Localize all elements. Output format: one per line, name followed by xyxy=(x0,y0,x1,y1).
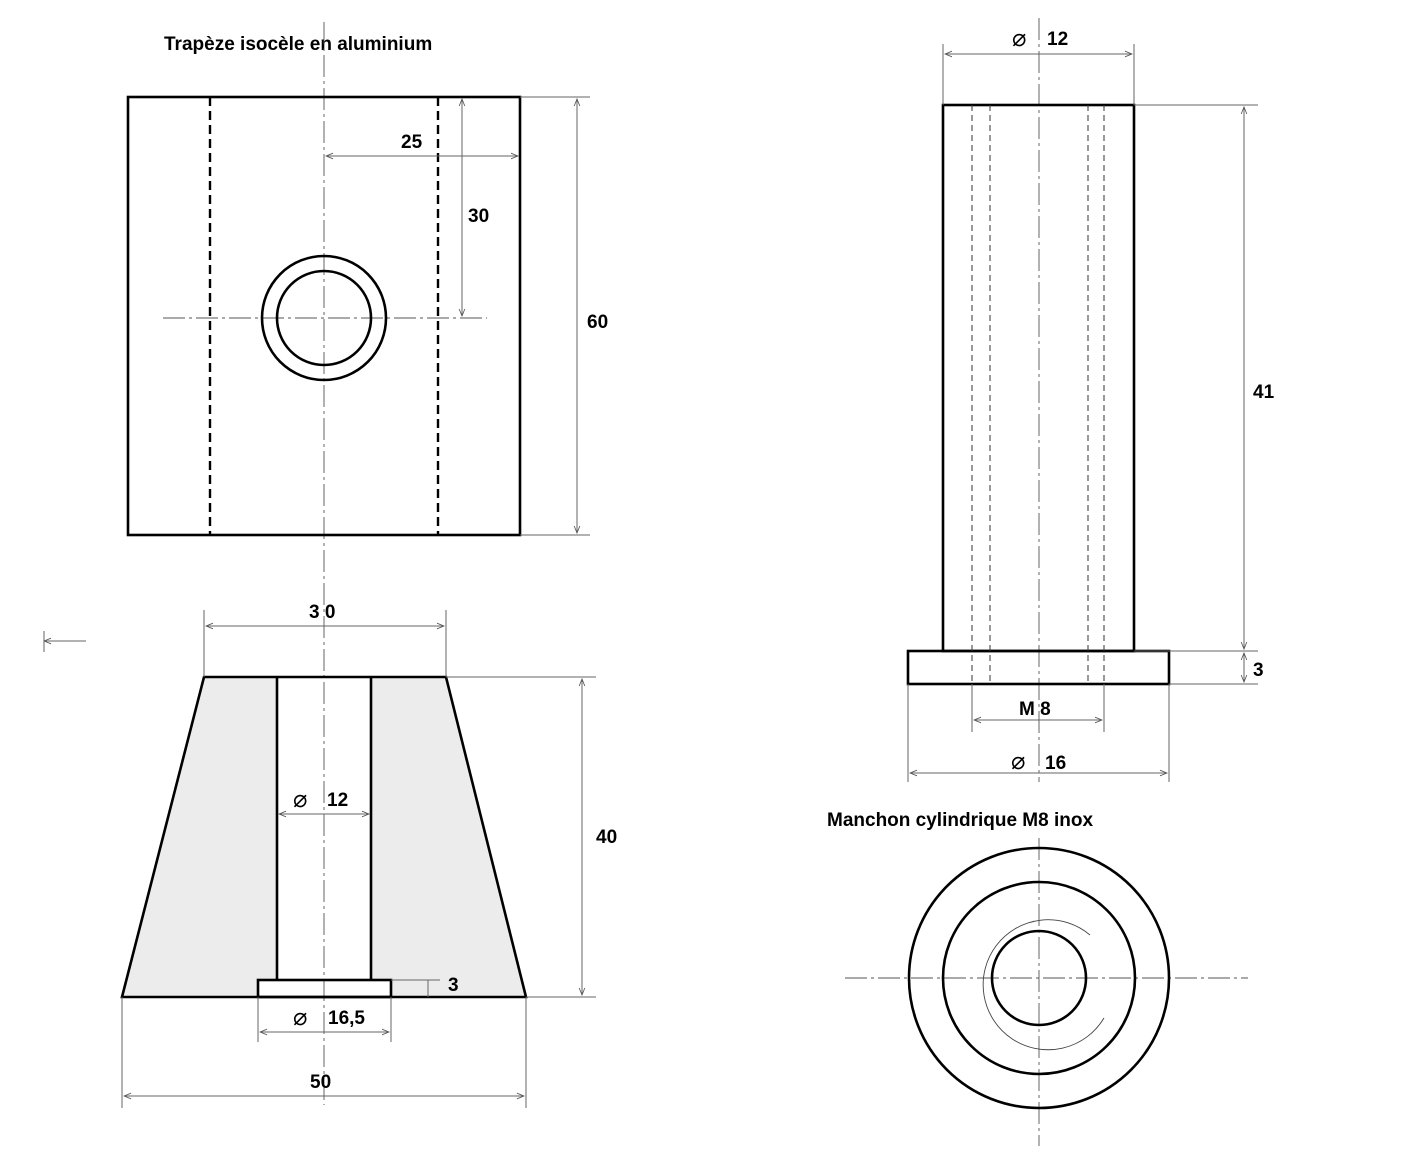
trapeze-section-view: 3 0 ⌀ 12 40 3 ⌀ 16,5 50 xyxy=(120,602,617,1108)
dim-label-sleeve-16: 16 xyxy=(1045,753,1066,774)
trapeze-top-view: Trapèze isocèle en aluminium 25 30 60 xyxy=(126,22,608,1105)
dim-label-m8: M 8 xyxy=(1019,699,1051,720)
dim-label-trap-bottom: 50 xyxy=(310,1072,331,1093)
dim-label-60: 60 xyxy=(587,312,608,333)
dim-label-30: 30 xyxy=(468,206,489,227)
sleeve-top-view: Manchon cylindrique M8 inox xyxy=(827,810,1248,1146)
counterbore-circle xyxy=(260,254,388,382)
diameter-symbol-bore: ⌀ xyxy=(293,786,307,813)
counterbore-outline xyxy=(256,978,393,999)
dim-label-trap-height: 40 xyxy=(596,827,617,848)
diameter-symbol-sleeve-12: ⌀ xyxy=(1012,25,1026,52)
sleeve-side-view: ⌀ 12 41 3 M 8 ⌀ 16 xyxy=(906,18,1275,782)
thread-arc xyxy=(982,919,1105,1051)
flange-circle xyxy=(907,846,1171,1110)
dim-label-cb-diameter: 16,5 xyxy=(328,1008,365,1029)
dim-label-sleeve-height: 41 xyxy=(1253,382,1275,403)
stray-arrow xyxy=(44,631,86,652)
dim-label-flange: 3 xyxy=(1253,660,1264,681)
top-view-outline xyxy=(126,95,522,537)
sleeve-flange-outline xyxy=(906,649,1171,686)
title-trapeze: Trapèze isocèle en aluminium xyxy=(164,34,432,55)
title-sleeve: Manchon cylindrique M8 inox xyxy=(827,810,1093,831)
body-circle xyxy=(941,880,1137,1076)
dim-label-cb-depth: 3 xyxy=(448,975,459,996)
thread-minor-circle xyxy=(990,929,1088,1027)
diameter-symbol-cb: ⌀ xyxy=(293,1004,307,1031)
dim-label-25: 25 xyxy=(401,132,423,153)
section-fill-left xyxy=(122,677,277,997)
section-fill-right xyxy=(371,677,526,997)
bore-circle xyxy=(275,269,373,367)
dim-label-trap-top: 3 0 xyxy=(309,602,335,623)
dim-label-sleeve-12: 12 xyxy=(1047,29,1068,50)
diameter-symbol-sleeve-16: ⌀ xyxy=(1011,748,1025,775)
dim-label-trap-bore: 12 xyxy=(327,790,348,811)
